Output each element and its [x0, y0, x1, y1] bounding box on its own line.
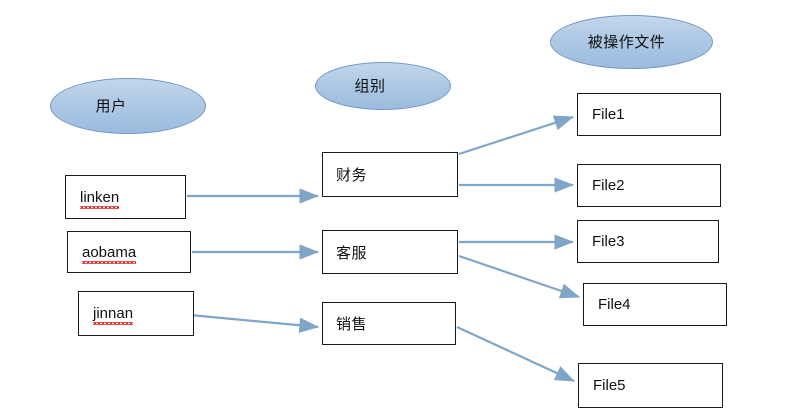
file-node-file1[interactable]: File1 — [577, 93, 721, 136]
files-column-header: 被操作文件 — [550, 15, 713, 69]
group-node-support[interactable]: 客服 — [322, 230, 458, 274]
group-label-finance: 财务 — [336, 166, 368, 184]
groups-column-header: 组别 — [315, 62, 451, 110]
connector-finance-to-file1 — [458, 115, 575, 156]
file-label-file1: File1 — [592, 106, 625, 123]
file-node-file3[interactable]: File3 — [577, 220, 719, 263]
group-label-sales: 销售 — [336, 315, 368, 333]
users-column-header: 用户 — [50, 78, 206, 134]
group-node-finance[interactable]: 财务 — [322, 152, 458, 197]
file-node-file4[interactable]: File4 — [583, 283, 727, 326]
users-column-label: 用户 — [95, 96, 127, 115]
connector-sales-to-file5 — [456, 326, 575, 382]
group-label-support: 客服 — [336, 243, 368, 262]
file-label-file4: File4 — [598, 296, 631, 313]
group-node-sales[interactable]: 销售 — [322, 302, 456, 345]
connector-jinnan-to-sales — [189, 313, 320, 333]
user-node-aobama[interactable]: aobama — [67, 231, 191, 273]
groups-column-label: 组别 — [354, 76, 386, 95]
user-node-linken[interactable]: linken — [65, 175, 186, 219]
file-label-file3: File3 — [592, 233, 625, 250]
user-label-linken: linken — [66, 189, 120, 209]
user-label-aobama: aobama — [68, 244, 137, 264]
file-node-file5[interactable]: File5 — [578, 363, 723, 408]
user-label-jinnan: jinnan — [79, 305, 134, 325]
files-column-label: 被操作文件 — [587, 32, 666, 51]
file-label-file2: File2 — [592, 177, 625, 194]
file-node-file2[interactable]: File2 — [577, 164, 721, 207]
user-node-jinnan[interactable]: jinnan — [78, 291, 194, 336]
connector-support-to-file4 — [458, 254, 581, 299]
file-label-file5: File5 — [593, 377, 626, 394]
